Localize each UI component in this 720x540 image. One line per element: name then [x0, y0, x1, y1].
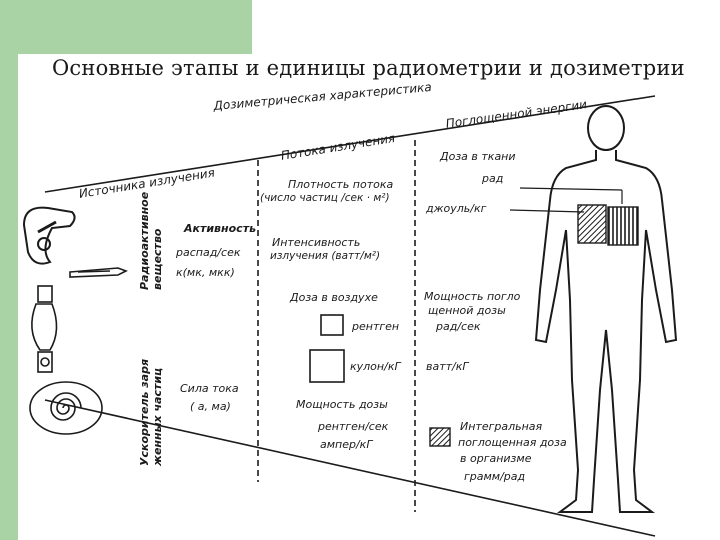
coulomb-square-icon	[309, 349, 345, 383]
intensity-unit: излучения (ватт/м²)	[270, 250, 381, 262]
integral-unit: грамм/рад	[464, 470, 526, 483]
coulomb-unit: кулон/кГ	[350, 360, 401, 373]
integral-label-2: поглощенная доза	[458, 436, 567, 449]
abs-rate-unit: рад/сек	[436, 320, 481, 333]
joule-unit: джоуль/кг	[426, 202, 487, 215]
abs-rate-label-1: Мощность погло	[424, 290, 521, 303]
cyclotron-icon	[29, 381, 103, 435]
intensity-label: Интенсивность	[272, 236, 361, 249]
current-unit: ( а, ма)	[190, 400, 231, 413]
integral-label-1: Интегральная	[460, 420, 543, 433]
dose-rate-unit-1: рентген/сек	[318, 420, 389, 433]
label-accelerator: Ускоритель заря женных частиц	[138, 358, 164, 466]
decay-unit: распад/сек	[176, 246, 241, 259]
dose-rate-label: Мощность дозы	[296, 398, 388, 411]
accelerator-tube-icon	[31, 285, 58, 373]
rad-unit: рад	[482, 172, 504, 185]
label-radioactive: Радиоактивное вещество	[138, 191, 164, 290]
abs-rate-label-2: щенной дозы	[428, 304, 506, 317]
needle-source-icon	[69, 267, 128, 278]
integral-label-3: в организме	[460, 452, 532, 465]
roentgen-unit: рентген	[352, 320, 400, 333]
integral-dose-hatch-icon	[429, 427, 451, 447]
roentgen-square-icon	[320, 314, 344, 336]
tissue-dose-label: Доза в ткани	[440, 150, 516, 163]
flux-density-unit: (число частиц /сек · м²)	[260, 192, 390, 204]
tissue-hatch-icon	[577, 204, 607, 244]
flux-density-label: Плотность потока	[288, 178, 394, 191]
tissue-lines-icon	[607, 206, 639, 246]
accent-block-top	[0, 0, 252, 54]
current-label: Сила тока	[180, 382, 239, 395]
curie-unit: к(мк, мкк)	[176, 266, 235, 279]
watt-unit: ватт/кГ	[426, 360, 469, 373]
human-body-icon	[534, 105, 678, 513]
accent-bar-left	[0, 0, 18, 540]
radioactive-source-icon	[22, 206, 76, 265]
activity-label: Активность	[184, 222, 257, 235]
air-dose-label: Доза в воздухе	[290, 291, 378, 304]
page-title: Основные этапы и единицы радиометрии и д…	[52, 56, 685, 80]
dose-rate-unit-2: ампер/кГ	[320, 438, 373, 451]
